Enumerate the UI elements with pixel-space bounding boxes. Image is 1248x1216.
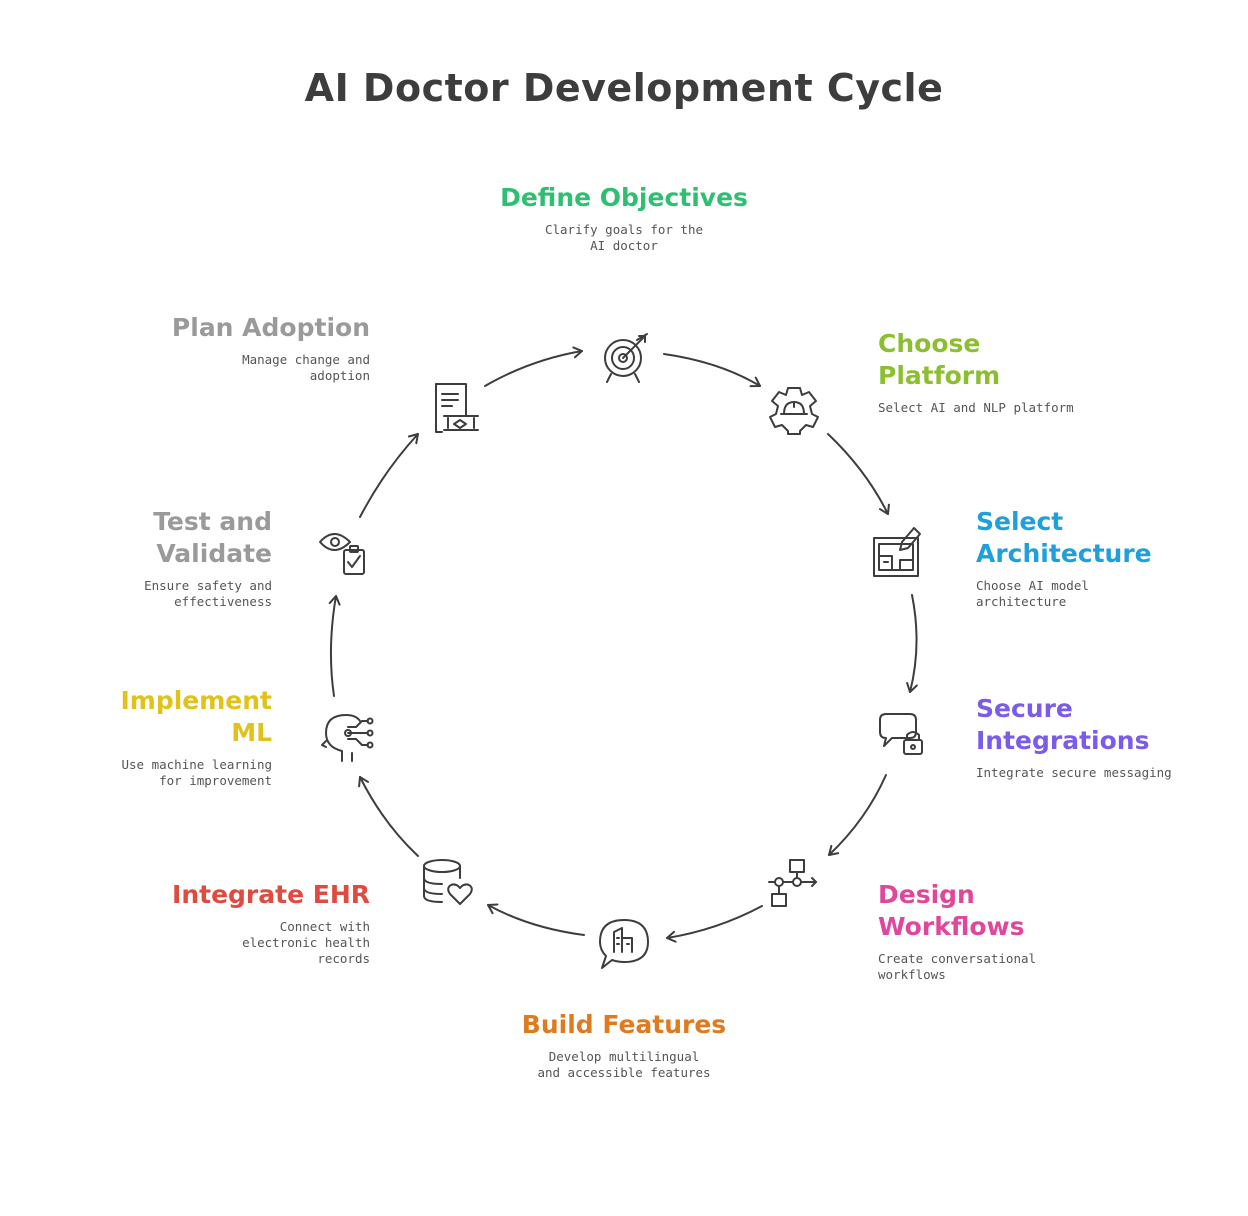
database-heart-icon [423,859,473,905]
stage-build-features: Build Features Develop multilingual and … [500,1009,748,1081]
stage-description: Integrate secure messaging [976,765,1172,780]
target-icon [604,333,648,383]
stage-description: Use machine learning for improvement [121,757,272,788]
flowchart-icon [768,859,817,907]
speech-building-icon [599,919,649,969]
stage-description: Manage change and adoption [242,352,370,383]
stage-description: Select AI and NLP platform [878,400,1074,415]
eye-clipboard-icon [319,533,365,575]
chat-lock-icon [879,713,923,755]
arrow-adoption-to-objectives [484,346,583,387]
stage-test-validate: Test and Validate Ensure safety and effe… [72,506,272,610]
stage-title: Secure Integrations [976,694,1150,755]
stage-plan-adoption: Plan Adoption Manage change and adoption [170,312,370,384]
arrow-architecture-to-secure [906,594,918,693]
stage-title: Build Features [521,1010,727,1039]
stage-description: Create conversational workflows [878,951,1037,982]
stage-title: Select Architecture [976,507,1152,568]
stage-description: Develop multilingual and accessible feat… [537,1049,711,1080]
arrow-ml-to-test [328,595,341,697]
stage-define-objectives: Define Objectives Clarify goals for the … [500,182,748,254]
stage-description: Connect with electronic health records [242,919,370,966]
arrow-test-to-adoption [359,433,419,518]
arrow-workflows-to-build [666,905,763,943]
stage-choose-platform: Choose Platform Select AI and NLP platfo… [878,328,1078,416]
stage-select-architecture: Select Architecture Choose AI model arch… [976,506,1176,610]
stage-title: Integrate EHR [172,880,370,909]
stage-description: Choose AI model architecture [976,578,1089,609]
blueprint-icon [873,527,921,577]
contract-handshake-icon [435,383,479,433]
diagram-title: AI Doctor Development Cycle [304,66,944,110]
stage-title: Define Objectives [500,183,748,212]
gear-hardhat-icon [769,387,819,435]
stage-secure-integrations: Secure Integrations Integrate secure mes… [976,693,1176,781]
stage-description: Clarify goals for the AI doctor [544,222,704,253]
stage-integrate-ehr: Integrate EHR Connect with electronic he… [170,879,370,967]
arrow-platform-to-architecture [827,433,890,515]
head-circuit-icon [321,714,374,762]
stage-description: Ensure safety and effectiveness [144,578,272,609]
stage-title: Choose Platform [878,329,1001,390]
arrow-ehr-to-ml [358,776,419,857]
stage-design-workflows: Design Workflows Create conversational w… [878,879,1078,983]
stage-implement-ml: Implement ML Use machine learning for im… [72,685,272,789]
arrow-secure-to-workflows [828,774,887,856]
stage-title: Design Workflows [878,880,1025,941]
stage-title: Plan Adoption [171,313,370,342]
stage-title: Test and Validate [153,507,272,568]
stage-title: Implement ML [120,686,272,747]
arrow-build-to-ehr [487,903,585,936]
arrow-objectives-to-platform [663,353,761,388]
